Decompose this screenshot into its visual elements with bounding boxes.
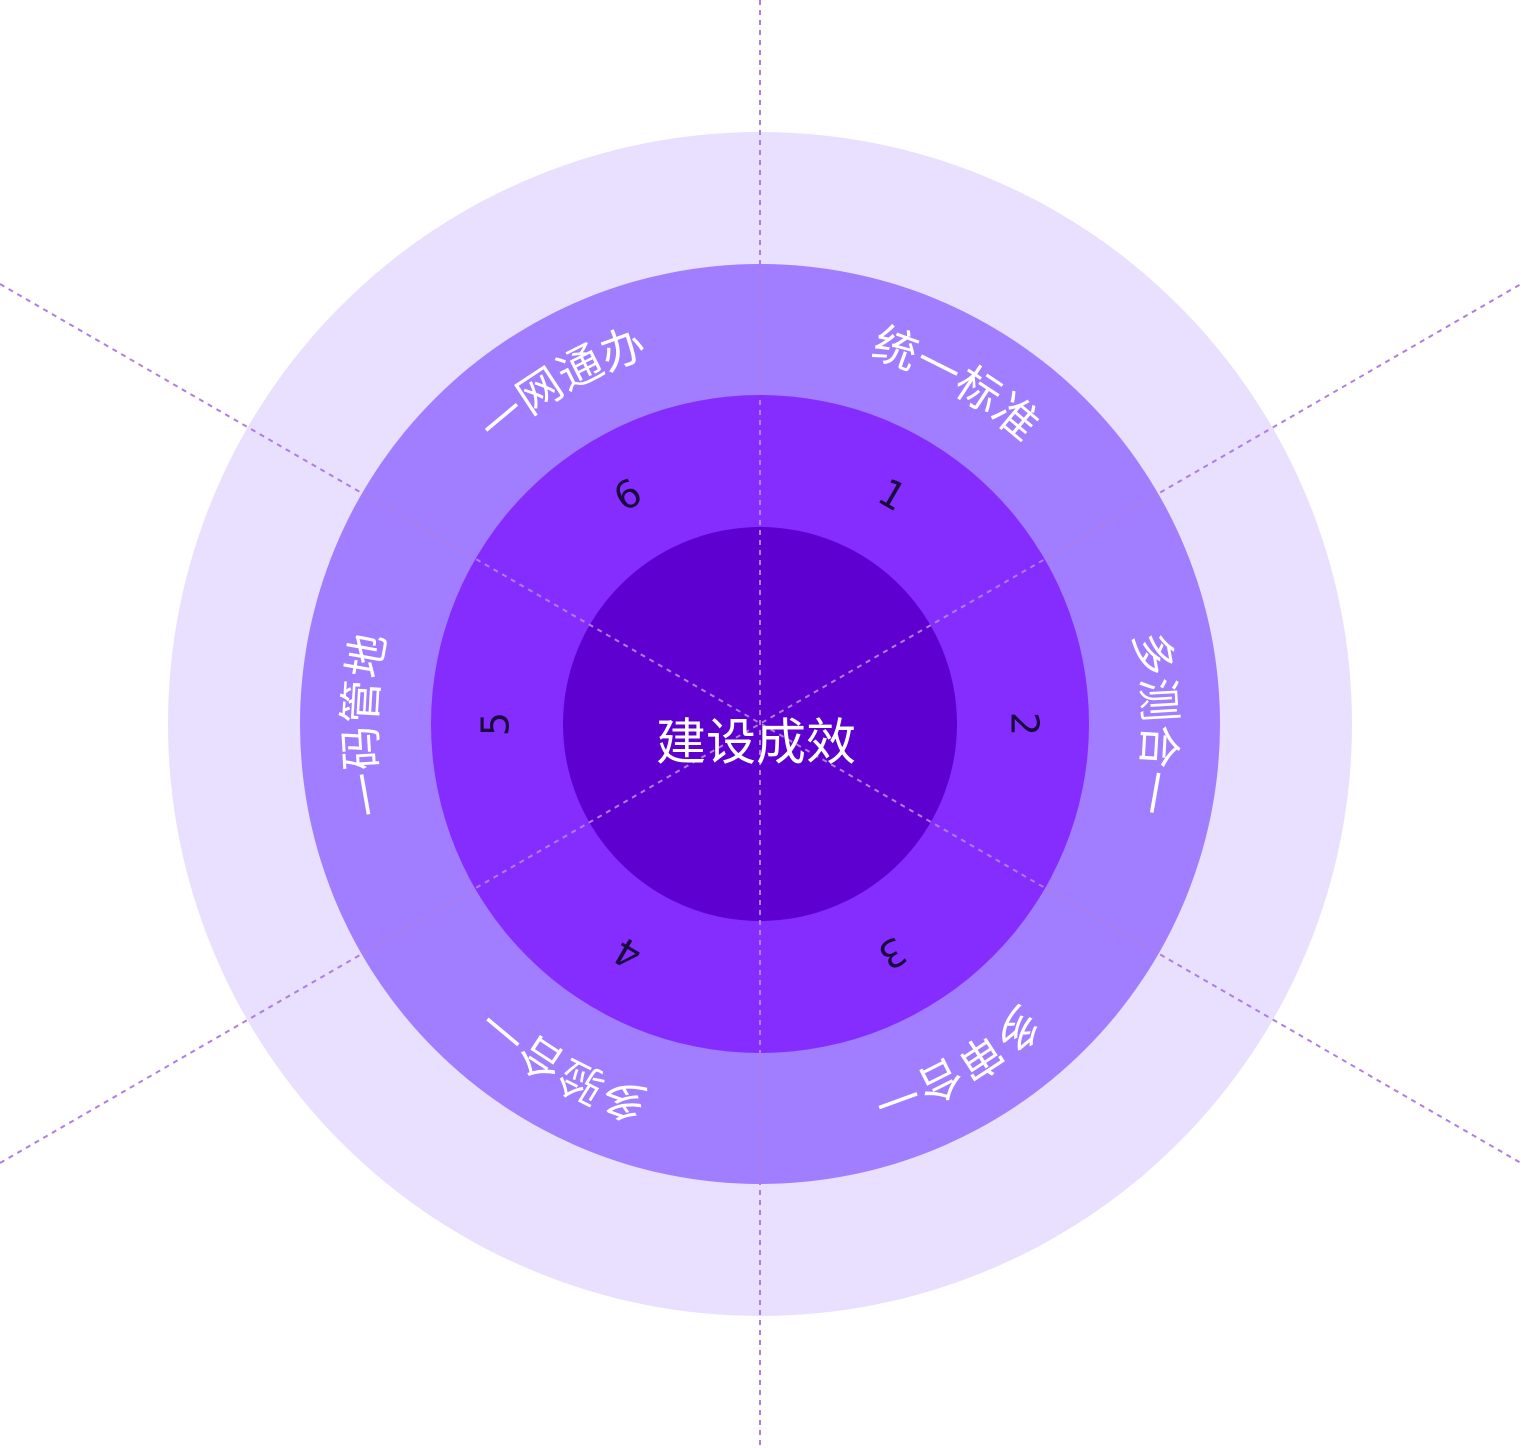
center-title: 建设成效 xyxy=(656,714,856,772)
segment-number: 5 xyxy=(474,712,518,736)
divider-line xyxy=(0,283,1521,1164)
segment-number: 2 xyxy=(1003,712,1047,736)
divider-line xyxy=(0,283,1521,1164)
